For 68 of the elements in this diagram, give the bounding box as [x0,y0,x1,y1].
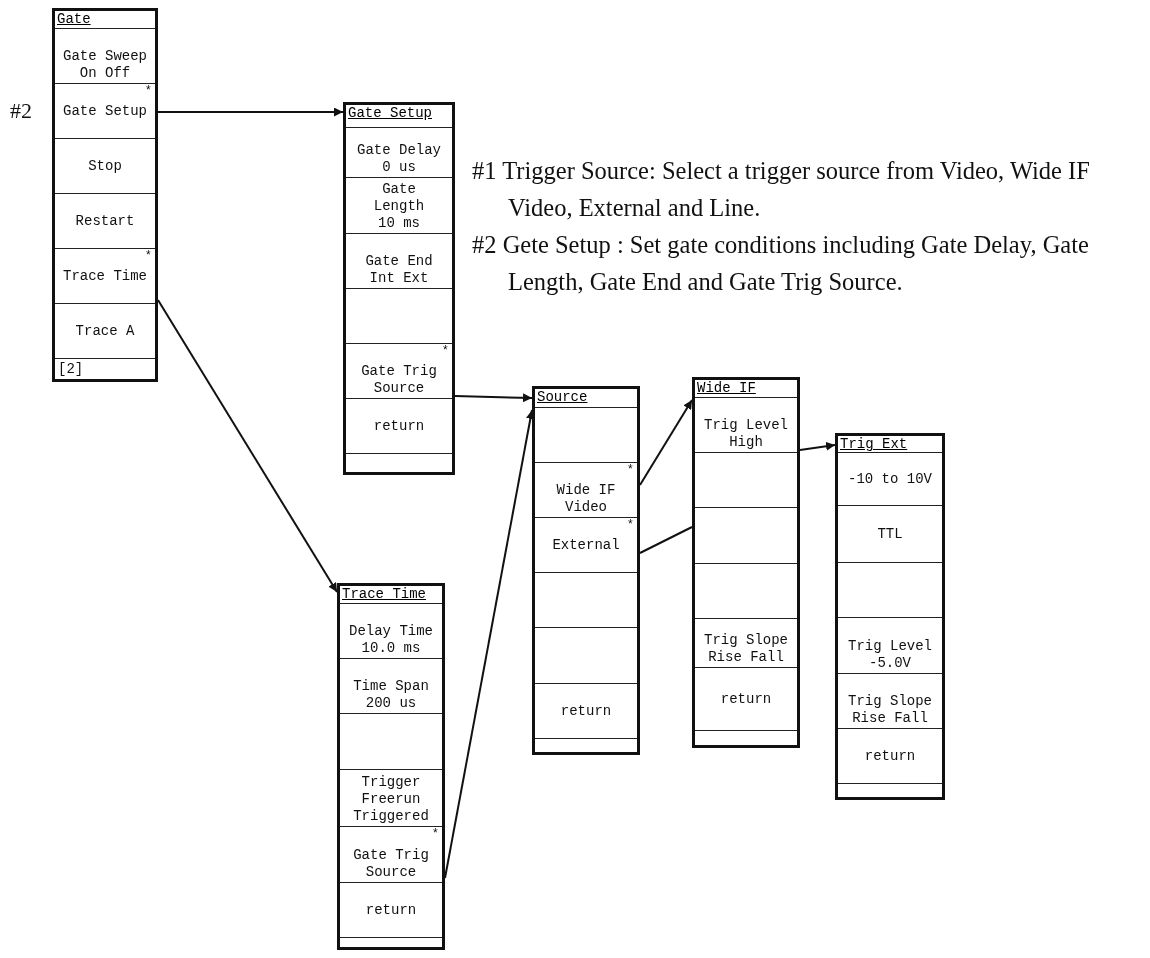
key-label: Restart [75,212,135,230]
softkey [340,769,442,826]
key-label: return [720,690,772,708]
key-label: Trig Slope [704,632,788,649]
key-label: 0 us [382,159,416,176]
key-label: Gate Delay [357,142,441,159]
arrow [799,441,836,451]
key-label: Gate Trig Source [353,847,429,881]
submenu-mark: * [144,85,152,97]
key-label: Stop [88,157,122,175]
key-label: Gate Trig Source [361,363,437,397]
menu-title: Source [536,389,589,407]
key-label: Wide IF Video [556,482,616,516]
key-label: 200 us [365,695,417,712]
key-label: Trace A [75,322,135,340]
softkey [55,358,155,379]
menu-title: Wide IF [696,380,757,397]
key-label: Int Ext [369,270,429,287]
key-label: -5.0V [869,655,911,672]
key-label: External [552,536,620,554]
submenu-mark: * [441,345,449,357]
key-label: return [864,747,916,765]
note-text: #1 Trigger Source: Select a trigger source from Video, Wide IF Video, External and Line. [472,156,1091,223]
key-label: On Off [79,65,131,82]
arrow [157,107,344,117]
key-label: return [373,417,425,435]
key-label: Trace Time [63,267,147,285]
menu-panel [692,377,800,748]
menu-title: Gate [56,11,92,28]
menu-panel [343,102,455,475]
submenu-mark: * [431,828,439,840]
arrow [639,399,693,486]
key-label: Rise Fall [852,710,928,727]
menu-title: Gate Setup [347,105,433,123]
key-label: Triggered [353,808,429,825]
key-label: -10 to 10V [848,470,932,488]
key-label: Trig Slope [848,693,932,710]
note-text: #2 Gete Setup : Set gate conditions including Gate Delay, Gate Length, Gate End and Gate Trig Source. [472,230,1090,297]
arrow [157,299,338,593]
menu-title: Trig Ext [839,436,909,452]
key-label: Gate Length [373,181,425,215]
key-label: [2] [58,360,84,378]
key-label: Trigger [361,774,421,791]
key-label: Time Span [353,678,429,695]
key-label: Gate Sweep [63,48,147,65]
menu-panel [337,583,445,950]
menu-panel [532,386,640,755]
submenu-mark: * [144,250,152,262]
submenu-mark: * [626,464,634,476]
key-label: Gate End [365,253,433,270]
menu-title: Trace Time [341,586,427,603]
key-label: return [560,702,612,720]
key-label: Gate Setup [63,102,147,120]
key-label: TTL [877,525,903,543]
key-label: High [729,434,763,451]
key-label: return [365,901,417,919]
menu-panel [52,8,158,382]
key-label: 10.0 ms [361,640,421,657]
key-label: Trig Level [848,638,932,655]
key-label: Trig Level [704,417,788,434]
menu-panel [835,433,945,800]
key-label: 10 ms [378,215,420,232]
arrow [454,393,533,403]
callout-number: #2 [10,98,32,124]
key-label: Freerun [361,791,421,808]
key-label: Rise Fall [708,649,784,666]
submenu-mark: * [626,519,634,531]
key-label: Delay Time [349,623,433,640]
